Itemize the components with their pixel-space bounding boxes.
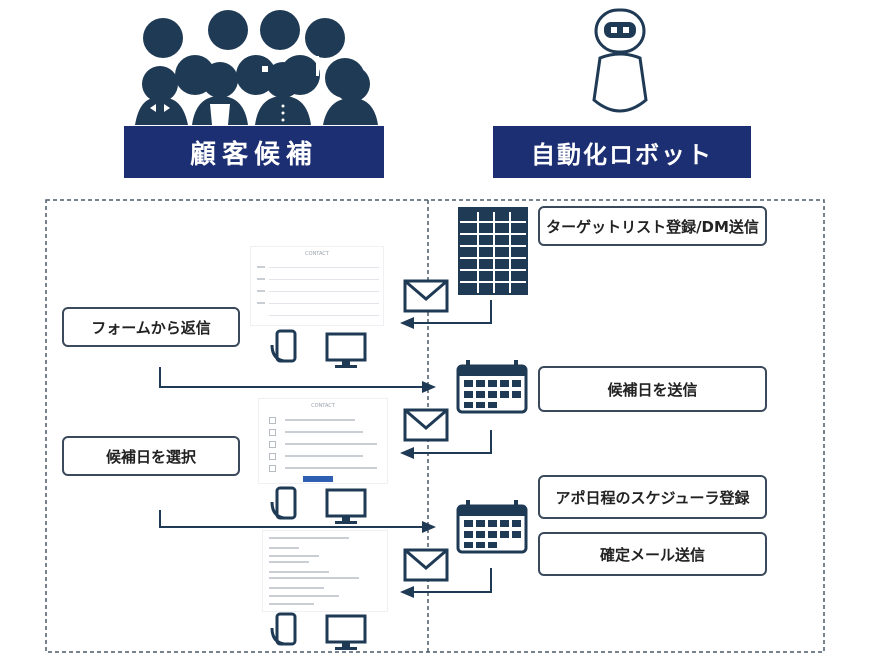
robot-title: 自動化ロボット xyxy=(493,126,751,178)
label-send-dates: 候補日を送信 xyxy=(538,366,767,412)
confirmation-mail-thumbnail xyxy=(262,530,388,612)
label-target-list: ターゲットリスト登録/DM送信 xyxy=(538,206,767,246)
form-header: CONTACT xyxy=(311,403,335,409)
form-header: CONTACT xyxy=(305,251,329,257)
label-schedule: アポ日程のスケジューラ登録 xyxy=(538,475,767,519)
label-select-date: 候補日を選択 xyxy=(62,436,240,476)
customer-title: 顧客候補 xyxy=(124,126,384,178)
contact-form-thumbnail: CONTACT xyxy=(250,246,384,326)
date-select-form-thumbnail: CONTACT xyxy=(258,398,388,484)
label-confirm-mail: 確定メール送信 xyxy=(538,532,767,576)
label-reply-form: フォームから返信 xyxy=(62,307,240,347)
